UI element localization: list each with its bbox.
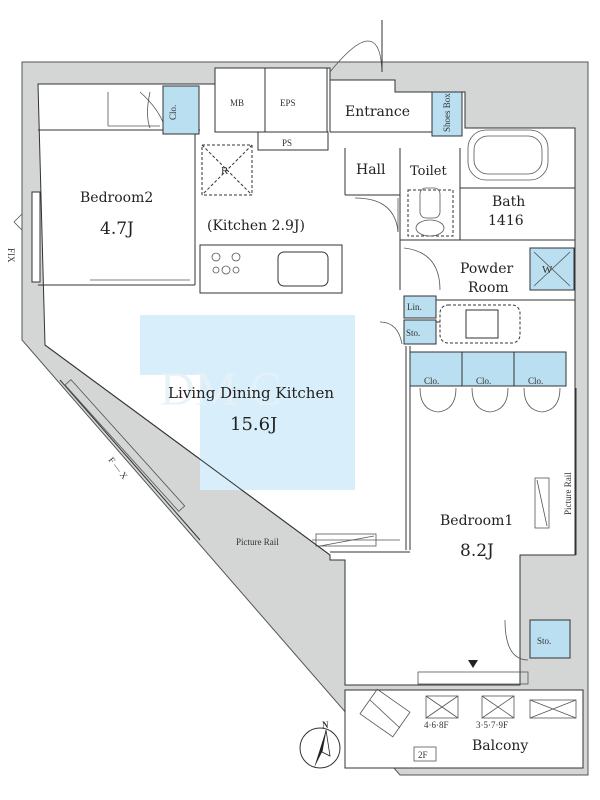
- washer-label: W: [542, 264, 553, 276]
- bedroom2-name: Bedroom2: [80, 190, 153, 206]
- north-arrow-icon: N: [299, 720, 341, 769]
- powder-room-line2: Room: [468, 280, 509, 296]
- ldk-highlight: [140, 315, 355, 490]
- balcony-floors-a: 4·6·8F: [424, 720, 449, 730]
- balcony-floors-b: 3·5·7·9F: [476, 720, 508, 730]
- watermark: DM C: [160, 363, 281, 416]
- ps-label: PS: [282, 138, 292, 148]
- shoes-box-label: Shoes Box: [442, 93, 452, 132]
- powder-room-line1: Powder: [460, 261, 514, 277]
- bedroom1-storage-label: Sto.: [537, 636, 551, 646]
- entrance-name: Entrance: [345, 104, 410, 120]
- stove-burners: [211, 252, 241, 275]
- shoes-box: Shoes Box: [431, 91, 463, 137]
- bedroom2-size: 4.7J: [100, 219, 134, 239]
- bedroom2-walls: [31, 91, 200, 286]
- hall-name: Hall: [356, 162, 386, 178]
- toilet-fixture: [407, 187, 454, 237]
- balcony-details: 4·6·8F 3·5·7·9F 2F: [359, 688, 577, 762]
- diagonal-window: [44, 344, 331, 556]
- fridge-label: R: [221, 165, 229, 177]
- mb-label: MB: [230, 98, 244, 108]
- bedroom1-details: Picture Rail Sto.: [417, 472, 573, 685]
- bedroom1-closet-label-2: Clo.: [476, 376, 491, 386]
- north-label: N: [322, 720, 329, 730]
- balcony-area: [344, 689, 584, 769]
- ldk-picture-rail-label: Picture Rail: [236, 537, 279, 547]
- bath-size: 1416: [488, 213, 524, 229]
- bedroom1-partition: [312, 346, 577, 555]
- eps-label: EPS: [280, 98, 296, 108]
- bedroom1-size: 8.2J: [460, 541, 494, 561]
- toilet-name: Toilet: [410, 164, 447, 179]
- linen-storage: Lin. Sto.: [379, 295, 437, 345]
- kitchen-label: (Kitchen 2.9J): [207, 218, 305, 234]
- bedroom2-closet-label: Clo.: [168, 105, 178, 120]
- bedroom2-closet: Clo.: [162, 85, 200, 135]
- shaft-boxes: MB EPS PS: [214, 67, 329, 151]
- bedroom1-closet-label-1: Clo.: [424, 376, 439, 386]
- kitchen-sink: [277, 251, 329, 287]
- powder-room-fixtures: W: [403, 247, 575, 344]
- room-labels: Bedroom2 4.7J (Kitchen 2.9J) Living Dini…: [80, 104, 528, 754]
- hall-storage-label: Sto.: [406, 328, 420, 338]
- bedroom1-closet-label-3: Clo.: [528, 376, 543, 386]
- bath-name: Bath: [492, 194, 525, 210]
- balcony-name: Balcony: [472, 738, 528, 754]
- linen-label: Lin.: [407, 302, 422, 312]
- fix-left-label: FIX: [6, 248, 16, 263]
- bedroom1-name: Bedroom1: [440, 513, 513, 529]
- bath-fixture: [460, 129, 575, 189]
- ldk-size: 15.6J: [230, 414, 277, 435]
- kitchen: R: [199, 144, 343, 294]
- entrance-walls: [329, 20, 575, 290]
- ldk-name: Living Dining Kitchen: [168, 384, 334, 402]
- balcony-2f-label: 2F: [418, 750, 428, 760]
- bedroom1-picture-rail-label: Picture Rail: [563, 472, 573, 515]
- bedroom1-closets: Clo. Clo. Clo.: [409, 351, 567, 413]
